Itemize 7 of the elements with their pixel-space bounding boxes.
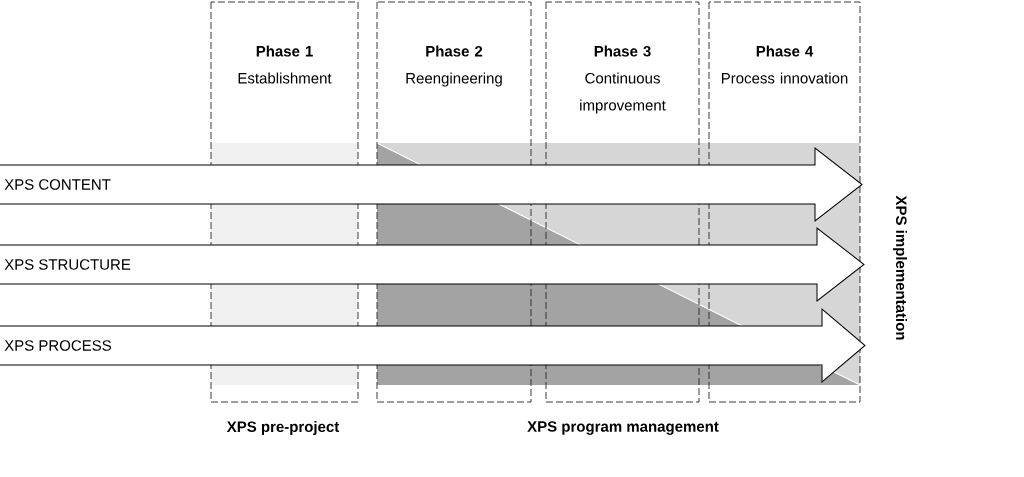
arrow-band: XPS STRUCTURE (0, 227, 865, 302)
group-label: XPS pre-project (226, 421, 340, 435)
group-label: XPS program management (527, 421, 719, 435)
arrow-band: XPS PROCESS (0, 308, 866, 383)
axis-label: XPS implementation (893, 195, 907, 340)
arrow-band: XPS CONTENT (0, 147, 863, 222)
phase-box: Phase 4 Process innovation (708, 1, 861, 403)
